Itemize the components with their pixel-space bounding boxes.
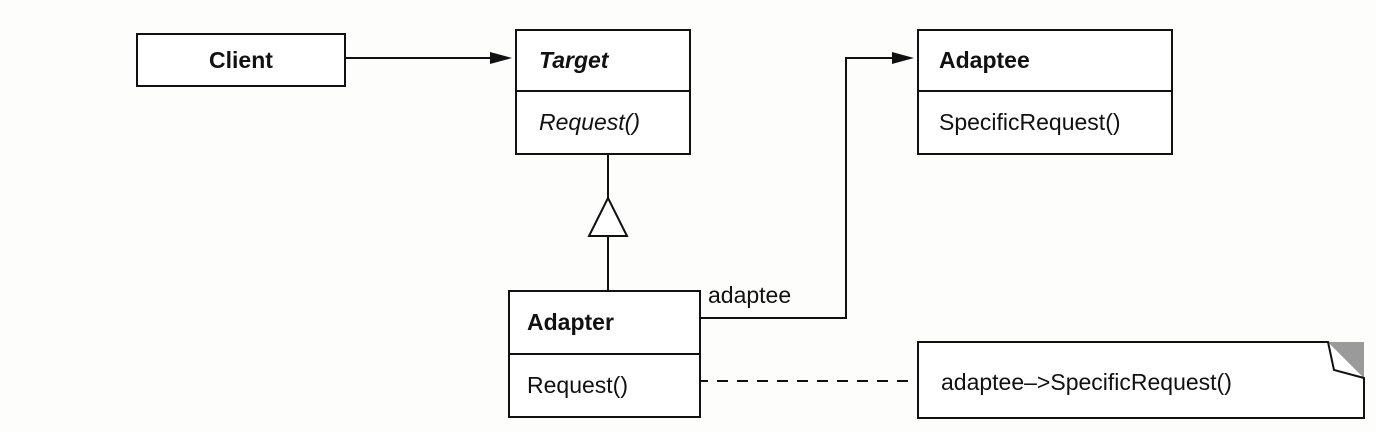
adapter-class-name: Adapter [527,309,614,335]
client-class: Client [136,33,346,87]
inheritance-triangle [587,195,629,237]
adapter-adaptee-arrowhead [892,52,914,64]
target-class-name: Target [539,47,609,73]
note-box [917,341,1365,419]
client-target-arrowhead [490,52,512,64]
target-operation: Request() [517,90,689,153]
target-class: Target Request() [515,29,691,155]
adaptee-class: Adaptee SpecificRequest() [917,29,1173,155]
client-class-name: Client [209,46,273,73]
note-text: adaptee–>SpecificRequest() [941,369,1232,395]
adaptee-operation: SpecificRequest() [919,90,1171,153]
adapter-adaptee-line [700,57,894,319]
note-dogear-fold [1327,341,1365,379]
adaptee-role-label: adaptee [708,282,792,308]
adaptee-class-name: Adaptee [939,47,1030,73]
adapter-class: Adapter Request() [508,290,701,418]
adapter-operation: Request() [510,353,699,416]
